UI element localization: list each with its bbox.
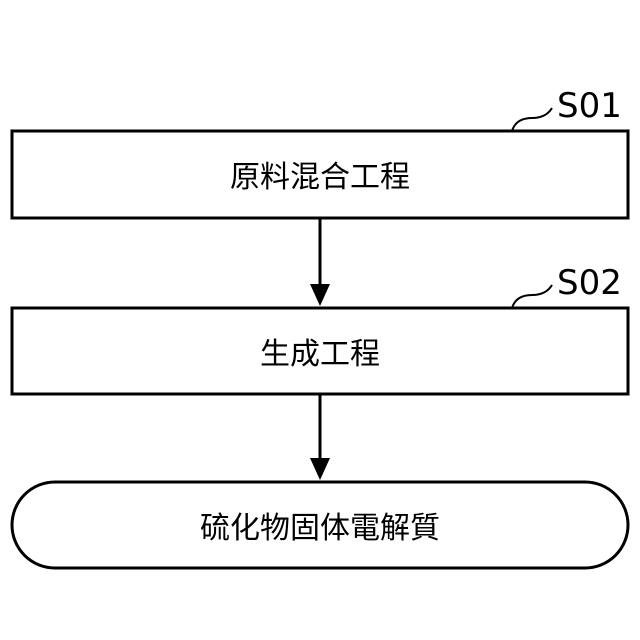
step-text-s01: 原料混合工程 [230, 160, 410, 195]
step-text-s02: 生成工程 [260, 337, 380, 372]
arrow-head-2 [310, 458, 330, 480]
step-label-s02: S02 [557, 263, 622, 303]
terminal-text: 硫化物固体電解質 [200, 511, 440, 546]
step-label-s01: S01 [557, 86, 622, 126]
leader-line-s02 [512, 285, 552, 308]
leader-line-s01 [512, 108, 552, 131]
arrow-head-1 [310, 284, 330, 306]
